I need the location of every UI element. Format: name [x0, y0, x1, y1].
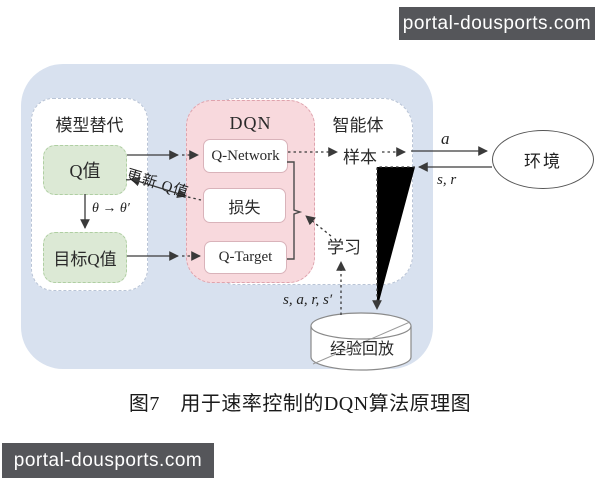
edge-label-theta: θ → θ′: [92, 201, 130, 216]
node-replay-buffer: 经验回放: [329, 341, 394, 358]
watermark-top: portal-dousports.com: [399, 7, 595, 40]
group-agent-title: 智能体: [332, 116, 384, 135]
node-q-target: Q-Target: [204, 241, 287, 274]
node-loss: 损失: [203, 188, 286, 223]
edge-label-action: a: [441, 129, 450, 148]
edge-label-transition: s, a, r, s′: [283, 292, 333, 308]
node-learn: 学习: [327, 238, 361, 257]
node-q-network: Q-Network: [203, 139, 288, 173]
node-environment: 环境: [492, 130, 594, 189]
watermark-bottom: portal-dousports.com: [2, 443, 214, 478]
figure-caption: 图7 用于速率控制的DQN算法原理图: [128, 393, 472, 415]
node-target-q-value: 目标Q值: [43, 232, 127, 283]
group-dqn-title: DQN: [229, 113, 272, 133]
node-q-value: Q值: [43, 145, 127, 195]
node-sample: 样本: [343, 148, 377, 167]
group-model-title: 模型替代: [55, 116, 124, 135]
edge-label-state-reward: s, r: [437, 172, 457, 188]
